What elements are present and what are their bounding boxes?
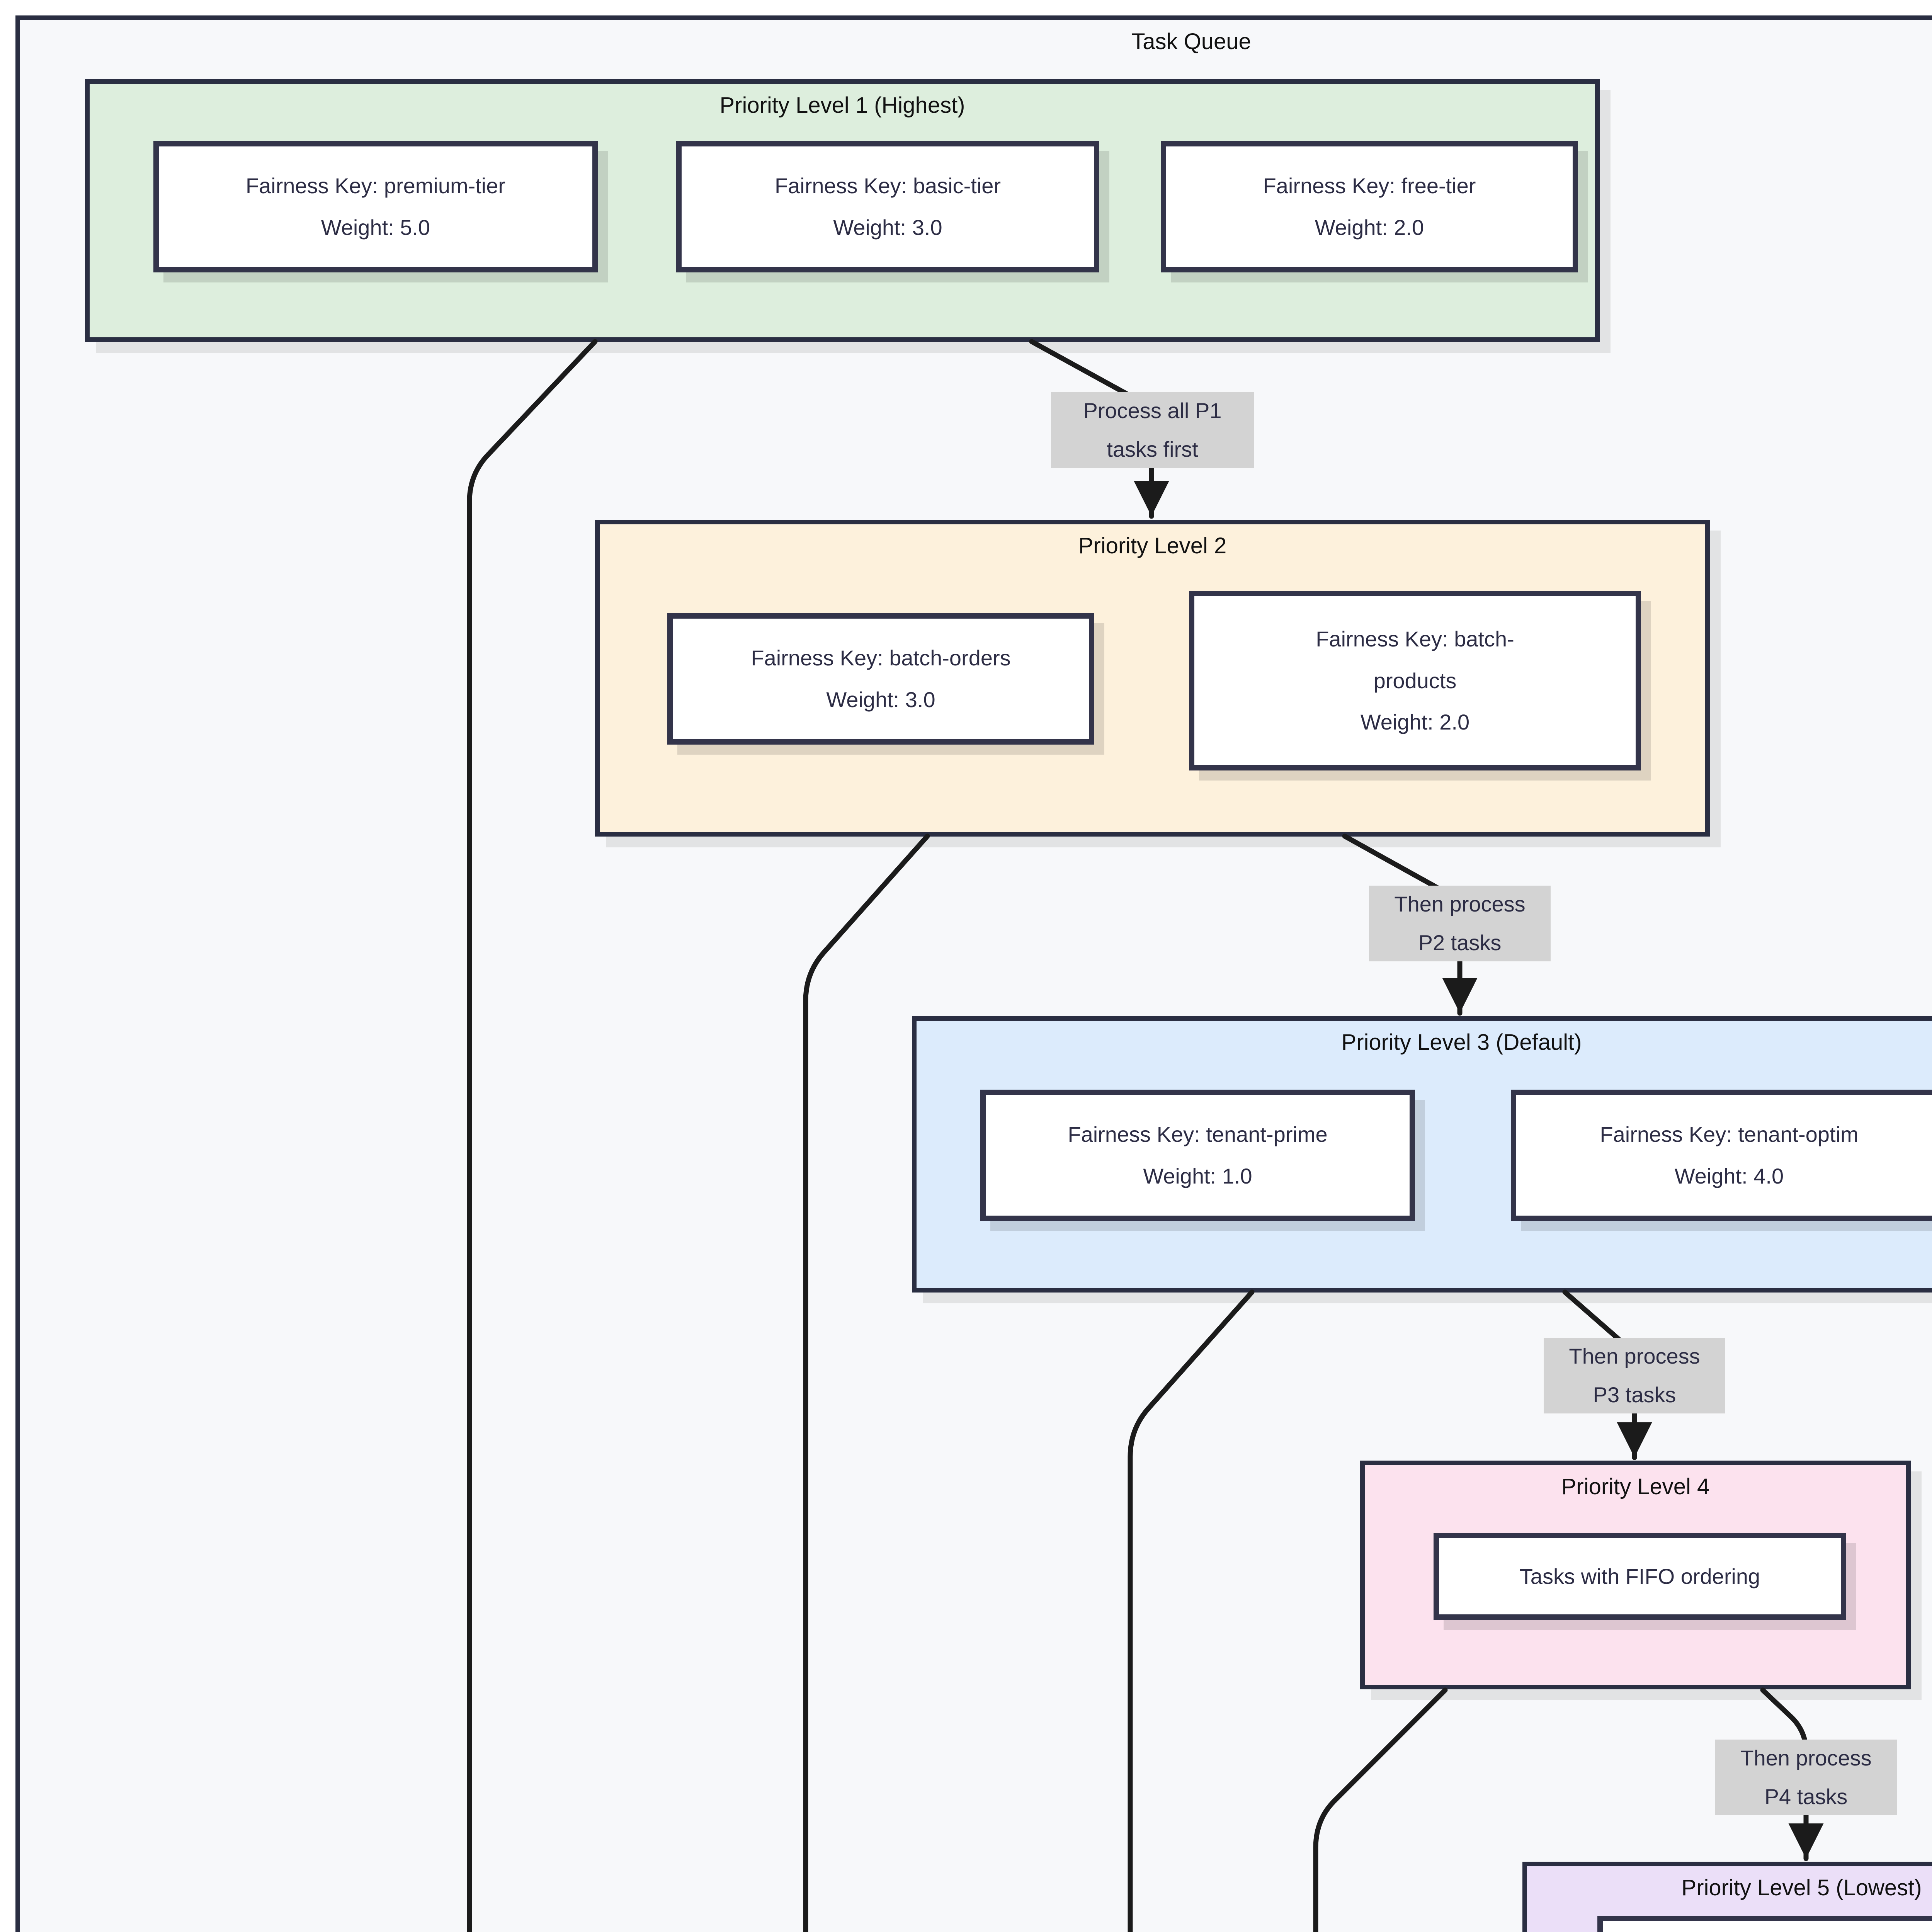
cluster-priority-level-1: Priority Level 1 (Highest) Fairness Key:… xyxy=(85,79,1600,342)
task-queue-title: Task Queue xyxy=(1131,29,1251,54)
cluster-priority-level-4: Priority Level 4 Tasks with FIFO orderin… xyxy=(1360,1461,1911,1689)
cluster-priority-level-3-title: Priority Level 3 (Default) xyxy=(1341,1030,1582,1055)
cluster-priority-level-1-title: Priority Level 1 (Highest) xyxy=(719,93,965,118)
cluster-priority-level-3: Priority Level 3 (Default) Fairness Key:… xyxy=(912,1016,1932,1293)
cluster-priority-level-5-title: Priority Level 5 (Lowest) xyxy=(1681,1875,1922,1900)
cluster-priority-level-5: Priority Level 5 (Lowest) Tasks with FIF… xyxy=(1522,1862,1932,1932)
cluster-priority-level-2-title: Priority Level 2 xyxy=(1078,533,1227,558)
cluster-priority-level-4-title: Priority Level 4 xyxy=(1561,1474,1710,1499)
cluster-priority-level-2: Priority Level 2 Fairness Key: batch-ord… xyxy=(595,520,1710,837)
node-p4-fifo-label: Tasks with FIFO ordering xyxy=(1519,1564,1760,1588)
node-p5-fifo: Tasks with FIFO ordering xyxy=(1597,1916,1932,1932)
node-p4-fifo: Tasks with FIFO ordering xyxy=(1434,1533,1846,1620)
